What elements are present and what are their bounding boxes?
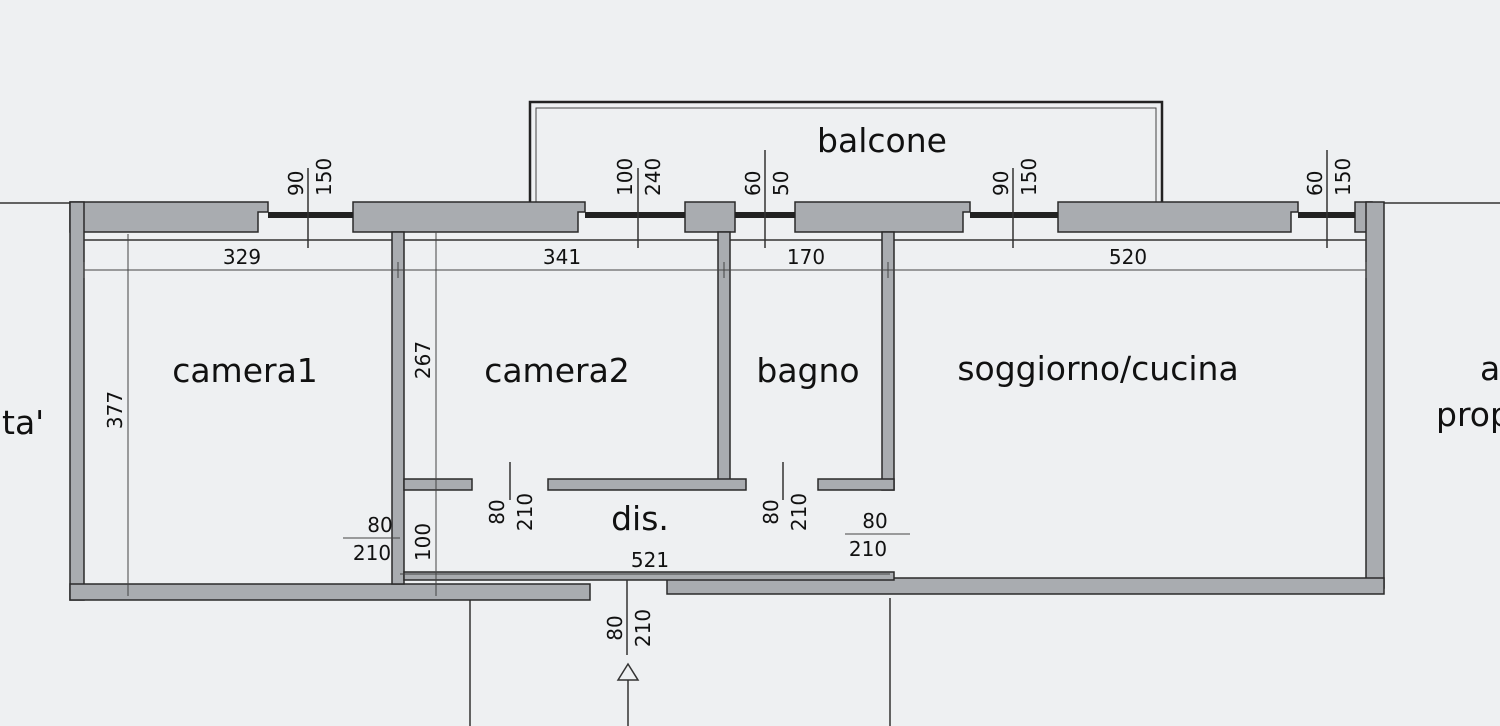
- dimension-lines: [83, 232, 1367, 596]
- window-label-5: 60 150: [1303, 158, 1355, 196]
- entrance-arrow: [616, 662, 640, 726]
- door-label-entrance: 80 210: [603, 609, 655, 647]
- window-label-1: 90 150: [284, 158, 336, 196]
- dim-camera1-depth: 377: [103, 391, 127, 429]
- window-label-4: 90 150: [989, 158, 1041, 196]
- svg-text:90: 90: [989, 171, 1013, 196]
- svg-text:80: 80: [485, 499, 509, 524]
- svg-text:60: 60: [741, 171, 765, 196]
- door-label-camera1: 80 210: [353, 513, 393, 565]
- door-label-bagno: 80 210: [759, 493, 811, 531]
- edge-label-right-bottom: prop: [1436, 395, 1500, 434]
- svg-text:50: 50: [769, 171, 793, 196]
- svg-text:210: 210: [513, 493, 537, 531]
- room-label-camera1: camera1: [172, 351, 318, 390]
- svg-text:150: 150: [1017, 158, 1041, 196]
- window-label-2: 100 240: [613, 158, 665, 196]
- svg-text:210: 210: [787, 493, 811, 531]
- svg-text:80: 80: [367, 513, 392, 537]
- door-label-camera2: 80 210: [485, 493, 537, 531]
- dim-corridor-depth: 100: [411, 523, 435, 561]
- outer-walls: [69, 201, 1385, 601]
- edge-label-right-top: a: [1480, 349, 1500, 388]
- room-label-balcone: balcone: [817, 121, 947, 160]
- svg-text:100: 100: [613, 158, 637, 196]
- svg-text:240: 240: [641, 158, 665, 196]
- window-marks: [307, 150, 1328, 655]
- svg-text:80: 80: [862, 509, 887, 533]
- dim-soggiorno-width: 520: [1109, 245, 1147, 269]
- svg-text:90: 90: [284, 171, 308, 196]
- svg-text:150: 150: [1331, 158, 1355, 196]
- dim-camera2-width: 341: [543, 245, 581, 269]
- room-label-bagno: bagno: [756, 351, 859, 390]
- svg-text:60: 60: [1303, 171, 1327, 196]
- svg-text:210: 210: [353, 541, 391, 565]
- svg-text:80: 80: [603, 615, 627, 640]
- dim-camera2-depth: 267: [411, 341, 435, 379]
- balcony: [528, 100, 1164, 203]
- svg-text:150: 150: [312, 158, 336, 196]
- svg-text:80: 80: [759, 499, 783, 524]
- room-label-dis: dis.: [611, 499, 669, 538]
- dim-corridor-length: 521: [631, 548, 669, 572]
- room-label-soggiorno: soggiorno/cucina: [957, 349, 1238, 388]
- svg-text:210: 210: [849, 537, 887, 561]
- svg-text:210: 210: [631, 609, 655, 647]
- door-label-soggiorno: 80 210: [849, 509, 888, 561]
- dim-bagno-width: 170: [787, 245, 825, 269]
- dim-camera1-width: 329: [223, 245, 261, 269]
- interior-walls: [391, 231, 895, 585]
- room-label-camera2: camera2: [484, 351, 630, 390]
- edge-label-left: ta': [2, 403, 44, 442]
- window-label-3: 60 50: [741, 171, 793, 196]
